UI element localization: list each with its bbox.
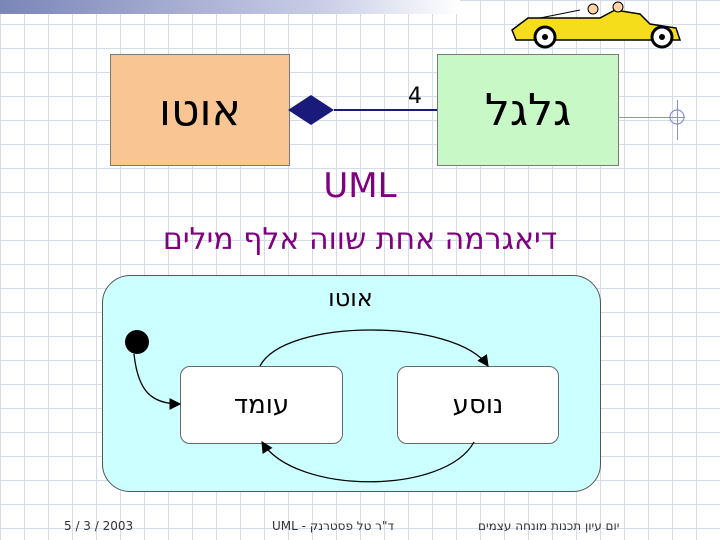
decor-line	[677, 100, 678, 140]
car-clipart	[511, 1, 682, 49]
state-driving: נוסע	[397, 366, 559, 444]
state-standing: עומד	[180, 366, 343, 444]
page-title: UML	[323, 166, 397, 206]
transition-arrow-start	[259, 329, 489, 367]
initial-transition-arrow	[133, 353, 182, 410]
footer-event: יום עיון תכנות מונחה עצמים	[478, 519, 620, 533]
class-label-auto: אוטו	[159, 84, 241, 136]
crosshair-icon	[669, 109, 685, 125]
footer-author: ד"ר טל פסטרנק - UML	[272, 519, 395, 533]
multiplicity-label: 4	[408, 84, 422, 109]
state-container-label: אוטו	[328, 284, 373, 312]
page-subtitle: דיאגרמה אחת שווה אלף מילים	[162, 222, 558, 257]
state-label-driving: נוסע	[452, 390, 504, 420]
class-label-wheel: גלגל	[484, 84, 572, 136]
initial-state-dot	[125, 330, 149, 354]
state-label-standing: עומד	[233, 390, 290, 420]
composition-diamond-icon	[288, 95, 334, 125]
top-gradient-bar	[0, 0, 460, 14]
class-box-auto: אוטו	[110, 54, 290, 166]
class-box-wheel: גלגל	[437, 54, 619, 166]
footer-date: 5 / 3 / 2003	[64, 519, 134, 533]
transition-arrow-stop	[261, 441, 475, 483]
